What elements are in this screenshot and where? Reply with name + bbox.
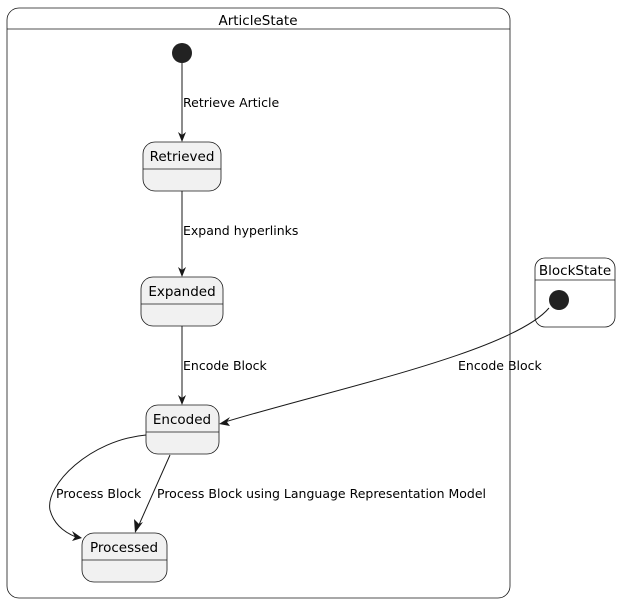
- state-expanded: Expanded: [140, 276, 224, 327]
- state-encoded: Encoded: [145, 404, 220, 455]
- transition-expand-hyperlinks: Expand hyperlinks: [178, 191, 298, 277]
- transition-retrieve-article: Retrieve Article: [178, 63, 279, 142]
- state-processed-label: Processed: [90, 540, 158, 556]
- state-processed: Processed: [81, 532, 168, 583]
- state-retrieved-label: Retrieved: [150, 149, 215, 165]
- transition-encode-block-from-blockstate: Encode Block: [219, 307, 550, 426]
- block-initial-state: [549, 290, 569, 310]
- transition-encode-block-from-blockstate-label: Encode Block: [458, 358, 543, 373]
- transition-encode-block-article-label: Encode Block: [183, 358, 268, 373]
- state-retrieved: Retrieved: [142, 141, 222, 192]
- transition-process-block-label: Process Block: [56, 486, 142, 501]
- transition-process-block-lrm-label: Process Block using Language Representat…: [157, 486, 486, 501]
- transition-expand-hyperlinks-label: Expand hyperlinks: [183, 223, 298, 238]
- transition-process-block: Process Block: [49, 434, 147, 541]
- article-initial-state: [172, 43, 192, 63]
- state-encoded-label: Encoded: [153, 412, 211, 428]
- article-state-title: ArticleState: [218, 13, 297, 29]
- transition-encode-block-article: Encode Block: [178, 326, 268, 405]
- article-state-composite: ArticleState: [6, 7, 511, 599]
- block-state-title: BlockState: [539, 263, 611, 279]
- transition-retrieve-article-label: Retrieve Article: [183, 95, 279, 110]
- state-expanded-label: Expanded: [148, 284, 215, 300]
- block-state-composite: BlockState: [534, 257, 616, 328]
- transition-process-block-lrm: Process Block using Language Representat…: [134, 454, 486, 533]
